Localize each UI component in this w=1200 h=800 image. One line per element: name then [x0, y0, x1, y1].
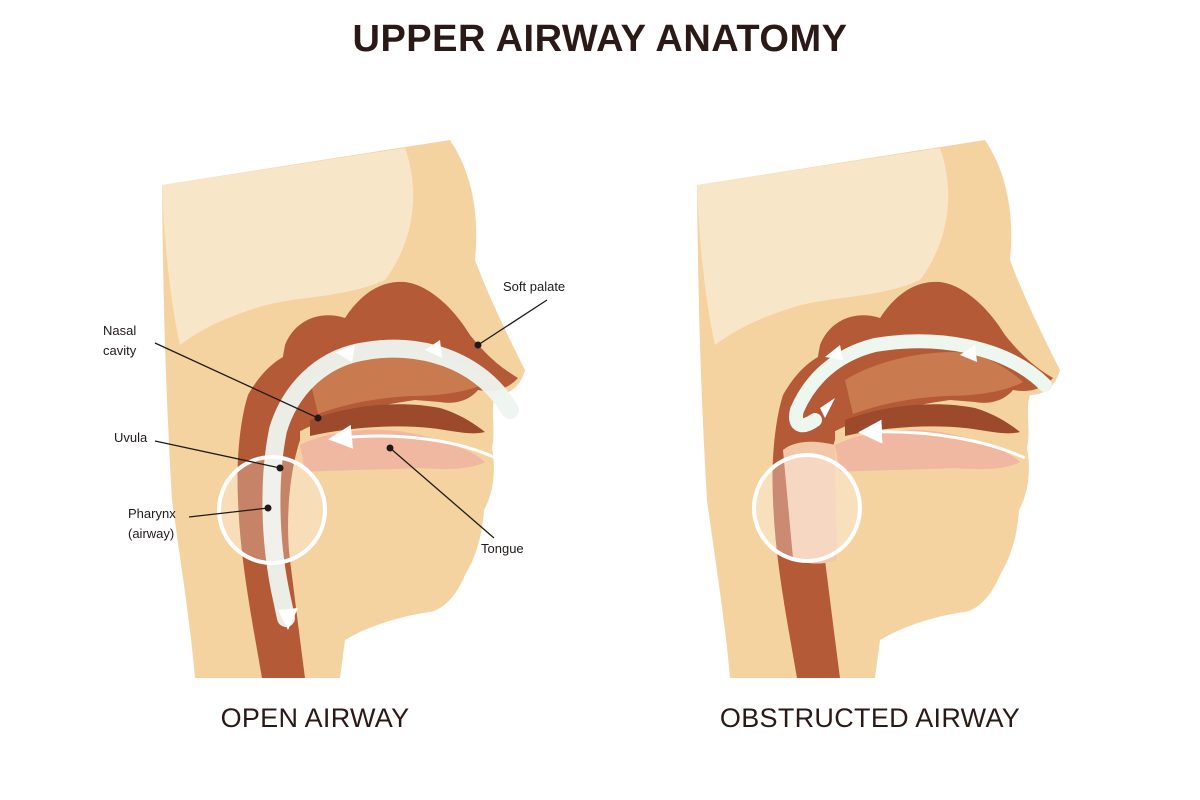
leader-dots [264, 341, 482, 512]
label-nasal-line2: cavity [103, 343, 137, 358]
label-soft-palate: Soft palate [503, 279, 565, 294]
label-pharynx-line1: Pharynx [128, 506, 176, 521]
label-nasal-line1: Nasal [103, 323, 136, 338]
nasal-cavity-inner [310, 352, 488, 414]
obstructed-airway-head [697, 140, 1060, 678]
airway-magnifier-circle-icon [217, 455, 327, 565]
page-title: UPPER AIRWAY ANATOMY [352, 18, 848, 60]
caption-open-airway: OPEN AIRWAY [220, 703, 410, 733]
soft-palate-strip [310, 404, 485, 436]
blocked-airflow-arrow-icon [789, 334, 1052, 433]
skull-region [162, 148, 414, 345]
open-airflow-arrow-icon [262, 339, 519, 627]
airway-magnifier-circle-icon-right [752, 453, 862, 563]
label-tongue: Tongue [481, 541, 524, 556]
label-pharynx-line2: (airway) [128, 526, 174, 541]
leader-lines [154, 299, 548, 539]
collapsed-airway-tissue [783, 441, 837, 564]
caption-obstructed-airway: OBSTRUCTED AIRWAY [719, 703, 1021, 733]
label-uvula: Uvula [114, 430, 148, 445]
open-airway-head [162, 140, 525, 678]
